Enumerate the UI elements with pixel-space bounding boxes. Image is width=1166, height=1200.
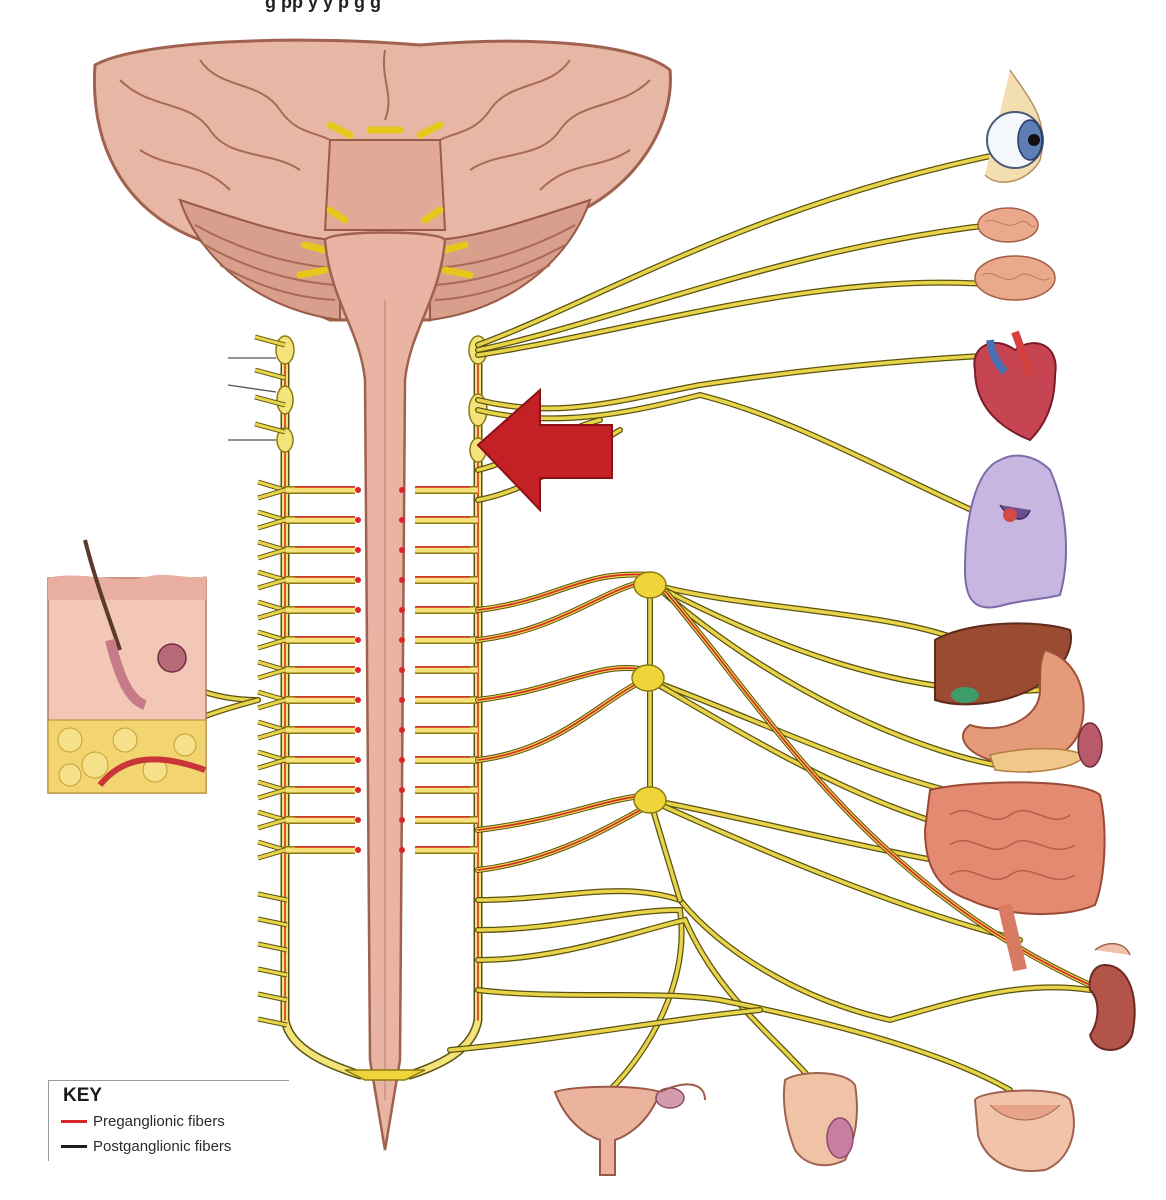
preganglionic-fiber: [475, 675, 651, 763]
spinal-nerve-rung: [257, 629, 478, 651]
cervical-nerve-stub: [254, 334, 286, 348]
spinal-nerve-rung: [257, 599, 478, 621]
key-label-preganglionic: Preganglionic fibers: [93, 1112, 225, 1130]
key-row-postganglionic: Postganglionic fibers: [61, 1136, 231, 1156]
nerve-fiber: [447, 1007, 763, 1053]
nerve-fiber: [652, 582, 963, 643]
eye: [984, 69, 1044, 183]
spinal-nerve-rung: [257, 719, 478, 741]
pointer-arrow: [476, 387, 613, 513]
pancreas-spleen: [989, 722, 1103, 773]
prevertebral-ganglion: [633, 786, 667, 814]
stomach: [962, 648, 1085, 765]
sacral-nerve-stub: [257, 991, 288, 1003]
spinal-nerve-rung: [257, 749, 478, 771]
nerve-fiber: [475, 279, 1003, 358]
nerve-fiber: [475, 987, 1013, 1093]
cervical-nerve-stub: [254, 421, 286, 435]
key-title: KEY: [63, 1085, 103, 1106]
nerve-fiber: [647, 582, 683, 903]
preganglionic-fiber: [475, 664, 648, 703]
cervical-nerve-stub: [254, 394, 286, 408]
nerve-fiber: [647, 797, 1023, 943]
key-legend: KEY Preganglionic fibers Postganglionic …: [48, 1080, 289, 1161]
key-label-postganglionic: Postganglionic fibers: [93, 1137, 232, 1155]
spinal-nerve-rung: [257, 839, 478, 861]
nerve-fiber: [652, 582, 1033, 773]
nerve-fiber: [475, 391, 1008, 528]
preganglionic-fiber: [657, 582, 1093, 988]
spinal-nerve-rung: [257, 689, 478, 711]
liver: [934, 622, 1072, 706]
preganglionic-fiber: [475, 792, 651, 833]
red-line-swatch: [61, 1119, 87, 1123]
cervical-nerve-stub: [254, 367, 286, 381]
spinal-nerve-rung: [257, 569, 478, 591]
bladder: [973, 1089, 1075, 1172]
sympathetic-chain-left: [280, 335, 365, 1080]
nerve-fiber: [475, 916, 823, 1093]
spinal-nerve-rungs: [254, 334, 478, 1028]
sacral-nerve-stub: [257, 941, 288, 953]
nerve-fiber: [475, 222, 993, 353]
prevertebral-ganglion: [631, 664, 665, 692]
sacral-nerve-stub: [257, 891, 288, 903]
nerve-fiber: [475, 147, 1023, 348]
lung: [963, 454, 1067, 609]
spinal-nerve-rung: [257, 539, 478, 561]
brain: [92, 38, 672, 322]
key-row-preganglionic: Preganglionic fibers: [61, 1111, 225, 1131]
intestines: [923, 781, 1106, 972]
nerve-fiber: [475, 352, 1003, 412]
spinal-nerve-rung: [257, 779, 478, 801]
postganglionic-nerves: [157, 147, 1093, 1093]
kidney: [1088, 943, 1136, 1051]
spinal-nerve-rung: [257, 479, 478, 501]
skin-section: [47, 539, 207, 794]
prevertebral-ganglion: [633, 571, 667, 599]
preganglionic-fiber: [475, 802, 653, 873]
uterus: [553, 1083, 706, 1176]
ganglion-impar: [344, 1069, 426, 1081]
heart: [973, 330, 1057, 442]
male-reproductive: [782, 1072, 858, 1167]
nerve-fiber: [475, 906, 685, 1093]
black-line-swatch: [61, 1144, 87, 1148]
sacral-nerve-stub: [257, 916, 288, 928]
nerve-fiber: [475, 888, 1093, 1024]
sacral-nerve-stub: [257, 1016, 288, 1028]
sympathetic-chain-right: [405, 335, 483, 1080]
spinal-nerve-rung: [257, 659, 478, 681]
salivary-glands: [974, 207, 1056, 301]
sacral-nerve-stub: [257, 966, 288, 978]
preganglionic-fiber: [475, 571, 653, 613]
preganglionic-fiber: [475, 577, 653, 643]
spinal-nerve-rung: [257, 509, 478, 531]
cropped-title: g pp y y p g g: [265, 0, 381, 12]
spinal-nerve-rung: [257, 809, 478, 831]
